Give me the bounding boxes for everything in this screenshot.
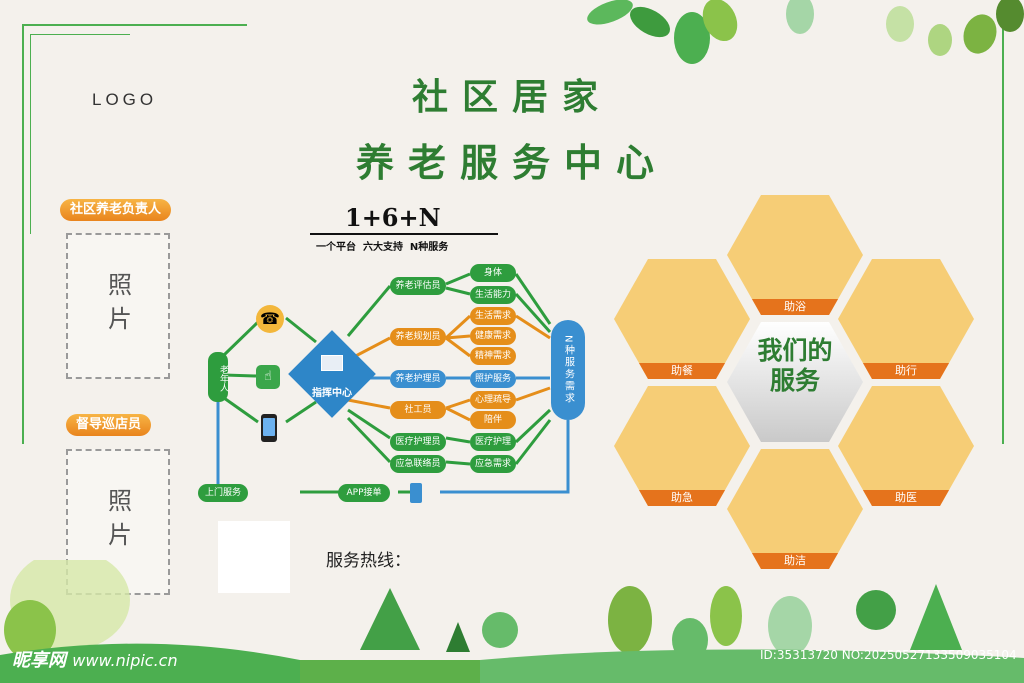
service-hex-center: 我们的服务 [727, 322, 863, 442]
role-emergency-contact: 应急联络员 [390, 455, 446, 473]
role-assessor: 养老评估员 [390, 277, 446, 295]
watermark-url: www.nipic.cn [72, 651, 178, 670]
service-label-emergency: 助急 [614, 490, 750, 506]
app-order-node: APP接单 [338, 484, 390, 502]
service-label-medical: 助医 [838, 490, 974, 506]
service-hex-cleaning: 助洁 [727, 449, 863, 569]
frame-top-left [22, 24, 247, 26]
service-label-meal: 助餐 [614, 363, 750, 379]
service-hex-medical: 助医 [838, 386, 974, 506]
service-hex-meal: 助餐 [614, 259, 750, 379]
manager-label: 社区养老负责人 [60, 199, 172, 221]
frame-left [22, 24, 24, 444]
watermark-id: ID:35313720 NO:20250527133509035104 [760, 648, 1017, 662]
page-title-line1: 社区居家 [411, 76, 612, 118]
computer-icon [321, 355, 343, 371]
service-hotline: 服务热线： [326, 551, 411, 571]
need-psychological: 心理疏导 [470, 391, 516, 409]
service-label-bath: 助浴 [727, 299, 863, 315]
elder-node: 老年人 [208, 352, 228, 402]
need-care-service: 照护服务 [470, 370, 516, 388]
service-hex-emergency: 助急 [614, 386, 750, 506]
n-services-node: N种服务需求 [551, 320, 585, 420]
need-body: 身体 [470, 264, 516, 282]
frame-right [1002, 24, 1004, 444]
role-caregiver: 养老护理员 [390, 370, 446, 388]
page-title-line2: 养老服务中心 [355, 140, 668, 185]
leaves-decoration-top-right [587, 0, 1024, 64]
need-medical-care: 医疗护理 [470, 433, 516, 451]
need-living-ability: 生活能力 [470, 286, 516, 304]
need-spiritual: 精神需求 [470, 347, 516, 365]
supervisor-label: 督导巡店员 [66, 414, 152, 436]
service-label-mobility: 助行 [838, 363, 974, 379]
command-center-label: 指挥中心 [312, 388, 352, 399]
flow-heading: 1+6+N [345, 203, 441, 232]
manager-photo-placeholder: 照片 [103, 272, 132, 340]
role-medical-caregiver: 医疗护理员 [390, 433, 446, 451]
frame-left-inner [30, 34, 31, 234]
supervisor-photo-placeholder: 照片 [103, 488, 132, 556]
flow-connectors [216, 272, 570, 494]
role-social-worker: 社工员 [390, 401, 446, 419]
need-companionship: 陪伴 [470, 411, 516, 429]
watermark-brand: 昵享网 www.nipic.cn [12, 646, 178, 672]
flow-heading-underline [310, 233, 498, 235]
manager-photo-box: 照片 [66, 233, 170, 379]
n-services-label: N种服务需求 [562, 335, 574, 405]
service-hex-bath: 助浴 [727, 195, 863, 315]
tablet-icon [410, 483, 422, 503]
qr-code-placeholder [218, 521, 290, 593]
flow-subheading: 一个平台 六大支持 N种服务 [316, 242, 449, 253]
role-planner: 养老规划员 [390, 328, 446, 346]
need-living: 生活需求 [470, 307, 516, 325]
door-service-node: 上门服务 [198, 484, 248, 502]
need-emergency: 应急需求 [470, 455, 516, 473]
phone-icon: ☎ [256, 305, 284, 333]
frame-top-left-inner [30, 34, 130, 35]
touch-icon: ☝ [256, 365, 280, 389]
need-health: 健康需求 [470, 327, 516, 345]
smartphone-icon [261, 414, 277, 442]
logo-placeholder: LOGO [92, 90, 158, 109]
service-hex-mobility: 助行 [838, 259, 974, 379]
watermark-brand-name: 昵享网 [12, 650, 66, 671]
service-label-cleaning: 助洁 [727, 553, 863, 569]
grass-trees-decoration [0, 560, 1024, 683]
services-title: 我们的服务 [757, 336, 833, 395]
